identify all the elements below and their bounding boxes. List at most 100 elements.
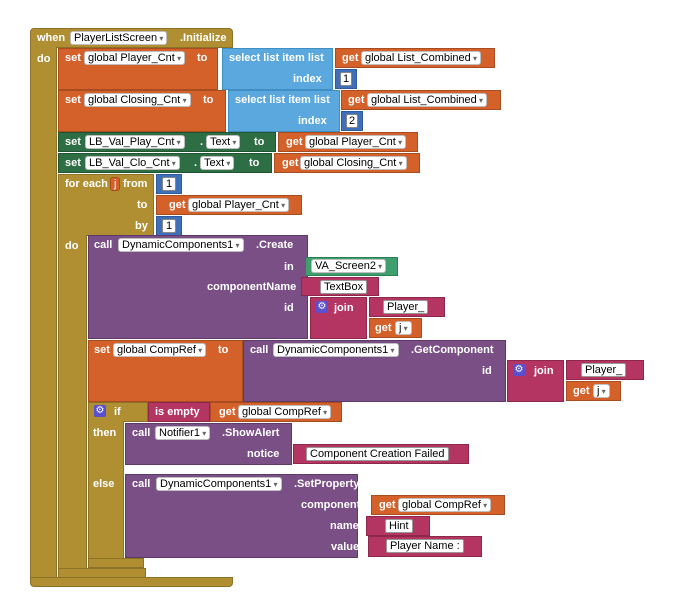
- set-label: set: [94, 344, 110, 356]
- textbox-string[interactable]: TextBox: [320, 280, 368, 294]
- for-each-do-spine: [58, 235, 87, 570]
- player-cnt-var-dropdown[interactable]: global Player_Cnt: [188, 198, 290, 212]
- get-label: get: [342, 52, 359, 64]
- id-label: id: [284, 302, 294, 314]
- compref-var-dropdown[interactable]: global CompRef: [113, 343, 207, 357]
- dot-label: .: [194, 157, 198, 169]
- call-label: call: [94, 239, 113, 251]
- get-label: get: [286, 136, 303, 148]
- join-label: join: [334, 302, 354, 314]
- event-block-footer: [30, 577, 233, 587]
- create-method-label: .Create: [256, 239, 294, 251]
- screen-component-dropdown[interactable]: PlayerListScreen: [70, 31, 168, 45]
- for-each-block[interactable]: [58, 174, 154, 236]
- list-combined-var-dropdown[interactable]: global List_Combined: [361, 51, 482, 65]
- notifier-dropdown[interactable]: Notifier1: [155, 426, 211, 440]
- name-label: name: [330, 520, 359, 532]
- set-label: set: [65, 52, 81, 64]
- dot-label: .: [200, 136, 204, 148]
- to-label: to: [249, 157, 260, 169]
- if-label: if: [114, 406, 121, 418]
- index-label: index: [293, 73, 322, 85]
- set-label: set: [65, 94, 81, 106]
- do-label: do: [65, 240, 79, 252]
- if-spine: [88, 421, 124, 563]
- by-label: by: [135, 220, 148, 232]
- number-from[interactable]: 1: [162, 177, 176, 191]
- loop-var-j[interactable]: j: [110, 177, 121, 191]
- value-label: value: [331, 541, 360, 553]
- initialize-event-label: .Initialize: [180, 32, 227, 44]
- player-name-string[interactable]: Player Name :: [386, 539, 464, 553]
- select-list-item-block-2[interactable]: [228, 90, 340, 132]
- number-2[interactable]: 2: [346, 114, 358, 128]
- player-string-2[interactable]: Player_: [581, 363, 627, 377]
- text-property-dropdown[interactable]: Text: [200, 156, 235, 170]
- is-empty-block[interactable]: [148, 402, 210, 422]
- number-by[interactable]: 1: [162, 219, 176, 233]
- to-label: to: [218, 344, 229, 356]
- set-label: set: [65, 136, 81, 148]
- to-label: to: [203, 94, 214, 106]
- get-label: get: [379, 499, 396, 511]
- select-list-item-label: select list item list: [229, 52, 324, 64]
- from-label: from: [123, 178, 148, 190]
- call-label: call: [132, 478, 151, 490]
- lb-val-play-cnt-dropdown[interactable]: LB_Val_Play_Cnt: [85, 135, 185, 149]
- failed-string[interactable]: Component Creation Failed: [306, 447, 449, 461]
- dynamic-components-dropdown[interactable]: DynamicComponents1: [156, 477, 282, 491]
- compref-var-dropdown[interactable]: global CompRef: [398, 498, 492, 512]
- getcomponent-method-label: .GetComponent: [411, 344, 494, 356]
- text-property-dropdown[interactable]: Text: [206, 135, 241, 149]
- component-label: component: [301, 499, 361, 511]
- player-string-1[interactable]: Player_: [383, 300, 429, 314]
- id-label: id: [482, 365, 492, 377]
- j-var-dropdown[interactable]: j: [395, 321, 412, 335]
- showalert-method-label: .ShowAlert: [222, 427, 280, 439]
- when-label: when: [37, 32, 66, 44]
- set-label: set: [65, 157, 81, 169]
- gear-icon[interactable]: ⚙: [316, 301, 328, 313]
- dynamic-components-dropdown[interactable]: DynamicComponents1: [118, 238, 244, 252]
- get-label: get: [348, 94, 365, 106]
- gear-icon[interactable]: ⚙: [513, 364, 525, 376]
- call-label: call: [250, 344, 269, 356]
- compref-var-dropdown[interactable]: global CompRef: [238, 405, 332, 419]
- index-label: index: [298, 115, 327, 127]
- else-label: else: [93, 478, 115, 490]
- get-label: get: [169, 199, 186, 211]
- va-screen-dropdown[interactable]: VA_Screen2: [311, 259, 387, 273]
- select-list-item-block-1[interactable]: [222, 48, 333, 90]
- notice-label: notice: [247, 448, 280, 460]
- then-label: then: [93, 427, 117, 439]
- closing-cnt-var-dropdown[interactable]: global Closing_Cnt: [300, 156, 407, 170]
- in-label: in: [284, 261, 294, 273]
- dynamic-create-block[interactable]: [88, 235, 308, 339]
- closing-cnt-var-dropdown[interactable]: global Closing_Cnt: [84, 93, 191, 107]
- join-label: join: [534, 365, 554, 377]
- for-each-label: for each: [65, 178, 108, 190]
- player-cnt-var-dropdown[interactable]: global Player_Cnt: [84, 51, 186, 65]
- do-label: do: [37, 53, 51, 65]
- get-label: get: [219, 406, 236, 418]
- number-1[interactable]: 1: [340, 72, 352, 86]
- to-label: to: [197, 52, 208, 64]
- is-empty-label: is empty: [155, 406, 200, 418]
- lb-val-clo-cnt-dropdown[interactable]: LB_Val_Clo_Cnt: [85, 156, 180, 170]
- call-label: call: [132, 427, 151, 439]
- player-cnt-var-dropdown[interactable]: global Player_Cnt: [305, 135, 407, 149]
- j-var-dropdown[interactable]: j: [593, 384, 610, 398]
- get-label: get: [573, 385, 590, 397]
- select-list-item-label: select list item list: [235, 94, 330, 106]
- hint-string[interactable]: Hint: [385, 519, 413, 533]
- to-label: to: [254, 136, 265, 148]
- dynamic-components-dropdown[interactable]: DynamicComponents1: [273, 343, 399, 357]
- get-label: get: [375, 322, 392, 334]
- list-combined-var-dropdown[interactable]: global List_Combined: [367, 93, 488, 107]
- if-footer: [88, 558, 144, 568]
- componentname-label: componentName: [207, 281, 297, 293]
- gear-icon[interactable]: ⚙: [94, 405, 106, 417]
- get-label: get: [282, 157, 299, 169]
- for-each-footer: [58, 568, 146, 578]
- to-label: to: [137, 199, 148, 211]
